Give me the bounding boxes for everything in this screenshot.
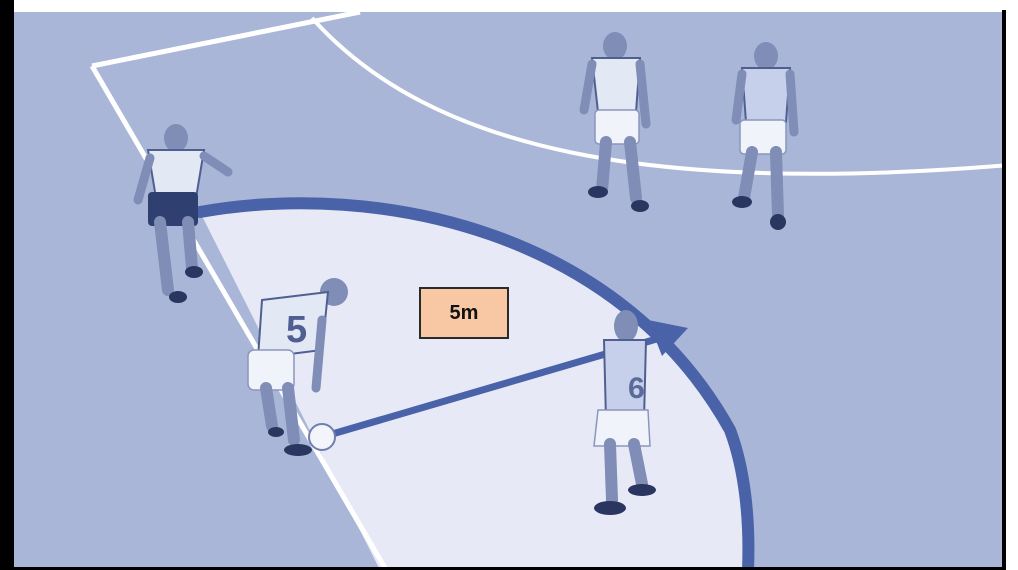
distance-arc: [194, 197, 755, 567]
player-defender-left: [133, 124, 233, 303]
frame-left-border: [0, 0, 14, 570]
player-teammate-center: [579, 32, 651, 212]
kicker-shirt-number: 5: [286, 309, 307, 351]
touchline: [89, 64, 388, 567]
frame-bottom-border: [14, 567, 1006, 570]
opponent-shirt-number: 6: [628, 372, 645, 405]
penalty-area-arc: [310, 16, 1002, 176]
arrow-head: [648, 320, 688, 356]
player-defender-near-arc: 6: [593, 310, 656, 515]
player-opponent-right: [731, 42, 799, 230]
distance-label: 5m: [419, 287, 509, 339]
frame-right-border: [1002, 10, 1006, 570]
player-kicker: 5: [247, 278, 348, 456]
ball: [308, 423, 336, 451]
